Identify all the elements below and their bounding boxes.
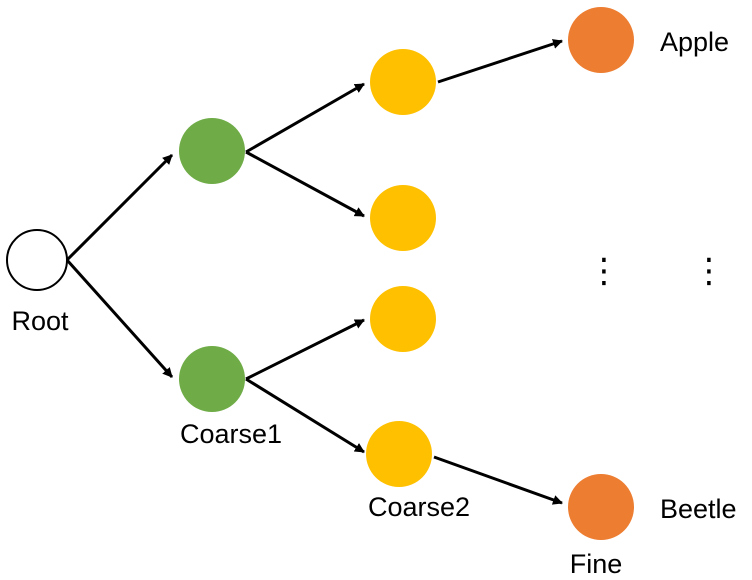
fine-label: Fine xyxy=(570,549,623,579)
fine-node-apple xyxy=(568,7,634,73)
coarse2-node-1 xyxy=(370,49,436,115)
fine-node-beetle xyxy=(568,474,634,540)
edge-coarse1a-to-coarse2b xyxy=(245,150,365,218)
ellipsis-nodes: ⋮ xyxy=(587,251,621,291)
coarse2-node-4 xyxy=(366,421,432,487)
coarse2-label: Coarse2 xyxy=(368,492,470,522)
coarse1-node-bottom xyxy=(179,346,245,412)
coarse2-node-2 xyxy=(370,185,436,251)
edge-coarse2a-to-fine-apple xyxy=(437,39,563,84)
edge-coarse1b-to-coarse2d xyxy=(245,377,365,454)
apple-label: Apple xyxy=(660,27,729,57)
coarse2-node-3 xyxy=(370,286,436,352)
edge-root-to-coarse1-bottom xyxy=(65,258,174,379)
edge-coarse1a-to-coarse2a xyxy=(245,82,365,154)
edge-coarse2d-to-fine-beetle xyxy=(433,455,563,505)
ellipsis-labels: ⋮ xyxy=(692,251,726,291)
root-node xyxy=(6,229,68,291)
root-label: Root xyxy=(11,306,69,336)
edge-coarse1b-to-coarse2c xyxy=(245,318,365,381)
beetle-label: Beetle xyxy=(660,494,737,524)
coarse1-label: Coarse1 xyxy=(180,419,282,449)
coarse1-node-top xyxy=(179,118,245,184)
edge-root-to-coarse1-top xyxy=(65,153,174,262)
edges xyxy=(65,39,563,505)
